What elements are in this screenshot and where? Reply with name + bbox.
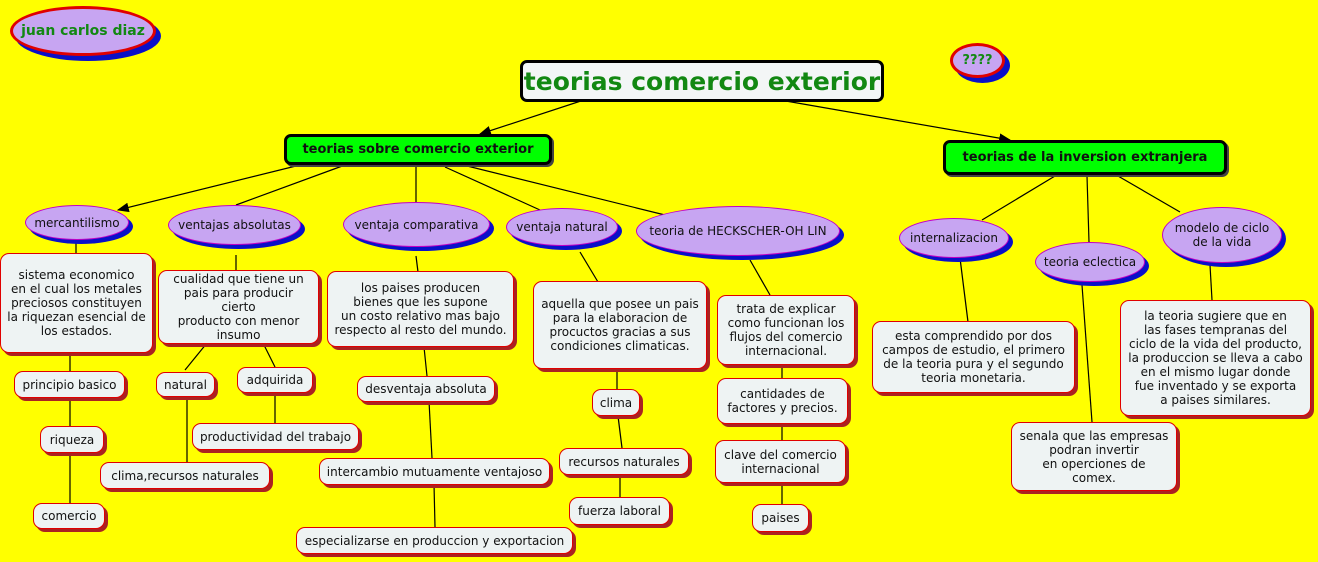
branch-inversion-label: teorias de la inversion extranjera (962, 150, 1208, 165)
comparativa-desventaja: desventaja absoluta (357, 376, 495, 402)
comparativa-definition: los paises producen bienes que les supon… (327, 271, 514, 347)
theory-internalizacion: internalizacion (899, 218, 1009, 258)
theory-mercantilismo: mercantilismo (25, 205, 129, 240)
mercantilismo-principio: principio basico (14, 371, 125, 398)
heckscher-clave-text: clave del comercio internacional (724, 447, 837, 476)
comparativa-intercambio: intercambio mutuamente ventajoso (319, 458, 550, 485)
heckscher-paises-text: paises (761, 511, 800, 525)
internalizacion-definition: esta comprendido por dos campos de estud… (872, 321, 1075, 393)
unknown-ellipse: ???? (950, 43, 1005, 78)
ciclo-vida-definition-text: la teoria sugiere que en las fases tempr… (1128, 309, 1303, 407)
heckscher-definition: trata de explicar como funcionan los flu… (717, 295, 855, 365)
title-label: teorias comercio exterior (523, 66, 881, 96)
natural-definition-text: aquella que posee un pais para la elabor… (541, 297, 699, 353)
comparativa-especializarse: especializarse en produccion y exportaci… (296, 527, 573, 554)
comparativa-especializarse-text: especializarse en produccion y exportaci… (304, 533, 565, 548)
theory-ventaja-natural-label: ventaja natural (516, 220, 608, 234)
absolutas-productividad-text: productividad del trabajo (199, 429, 352, 444)
comparativa-desventaja-text: desventaja absoluta (365, 382, 487, 396)
mercantilismo-definition-text: sistema economico en el cual los metales… (7, 268, 146, 338)
absolutas-adquirida-text: adquirida (246, 373, 304, 387)
author-label: juan carlos diaz (21, 23, 145, 39)
absolutas-natural-text: natural (164, 377, 207, 392)
author-ellipse: juan carlos diaz (10, 6, 156, 56)
absolutas-clima-recursos-text: clima,recursos naturales (111, 468, 259, 483)
eclectica-definition-text: senala que las empresas podran invertir … (1019, 428, 1169, 485)
branch-comercio: teorias sobre comercio exterior (284, 134, 552, 165)
mercantilismo-riqueza-text: riqueza (49, 432, 95, 447)
theory-ventajas-absolutas: ventajas absolutas (168, 205, 301, 245)
theory-heckscher-ohlin-label: teoria de HECKSCHER-OH LIN (649, 224, 827, 238)
theory-ventaja-natural: ventaja natural (506, 208, 618, 246)
diagram-title: teorias comercio exterior (520, 60, 884, 102)
absolutas-clima-recursos: clima,recursos naturales (100, 462, 270, 489)
comparativa-definition-text: los paises producen bienes que les supon… (334, 281, 507, 337)
theory-ventajas-absolutas-label: ventajas absolutas (178, 218, 291, 232)
heckscher-cantidades: cantidades de factores y precios. (717, 378, 848, 424)
mercantilismo-riqueza: riqueza (40, 426, 104, 453)
natural-recursos-text: recursos naturales (568, 454, 680, 469)
mercantilismo-definition: sistema economico en el cual los metales… (0, 253, 153, 353)
theory-internalizacion-label: internalizacion (910, 231, 998, 245)
branch-inversion: teorias de la inversion extranjera (943, 140, 1227, 175)
theory-ventaja-comparativa-label: ventaja comparativa (354, 217, 479, 232)
internalizacion-definition-text: esta comprendido por dos campos de estud… (882, 329, 1065, 385)
absolutas-natural: natural (156, 372, 215, 397)
mercantilismo-comercio: comercio (33, 503, 105, 529)
ciclo-vida-definition: la teoria sugiere que en las fases tempr… (1120, 300, 1311, 416)
heckscher-paises: paises (752, 504, 809, 532)
theory-ciclo-vida-label: modelo de ciclo de la vida (1174, 221, 1270, 249)
natural-definition: aquella que posee un pais para la elabor… (533, 281, 707, 369)
theory-ciclo-vida: modelo de ciclo de la vida (1162, 207, 1282, 263)
natural-recursos: recursos naturales (559, 448, 689, 475)
comparativa-intercambio-text: intercambio mutuamente ventajoso (326, 464, 543, 479)
eclectica-definition: senala que las empresas podran invertir … (1011, 422, 1177, 491)
heckscher-clave: clave del comercio internacional (715, 440, 846, 483)
absolutas-definition-text: cualidad que tiene un pais para producir… (173, 272, 304, 342)
branch-comercio-label: teorias sobre comercio exterior (302, 142, 534, 157)
natural-fuerza-laboral-text: fuerza laboral (578, 504, 661, 518)
unknown-label: ???? (962, 53, 993, 68)
absolutas-adquirida: adquirida (237, 367, 313, 393)
theory-mercantilismo-label: mercantilismo (34, 215, 120, 230)
natural-clima-text: clima (599, 395, 633, 410)
natural-fuerza-laboral: fuerza laboral (569, 497, 670, 525)
natural-clima: clima (592, 389, 640, 416)
mercantilismo-comercio-text: comercio (41, 509, 97, 523)
theory-heckscher-ohlin: teoria de HECKSCHER-OH LIN (636, 206, 840, 256)
theory-ventaja-comparativa: ventaja comparativa (343, 202, 490, 247)
absolutas-definition: cualidad que tiene un pais para producir… (158, 270, 319, 344)
heckscher-definition-text: trata de explicar como funcionan los flu… (727, 302, 845, 358)
mercantilismo-principio-text: principio basico (22, 377, 117, 392)
absolutas-productividad: productividad del trabajo (192, 423, 359, 450)
heckscher-cantidades-text: cantidades de factores y precios. (727, 387, 838, 415)
theory-eclectica-label: teoria eclectica (1043, 255, 1137, 269)
theory-eclectica: teoria eclectica (1035, 242, 1145, 282)
